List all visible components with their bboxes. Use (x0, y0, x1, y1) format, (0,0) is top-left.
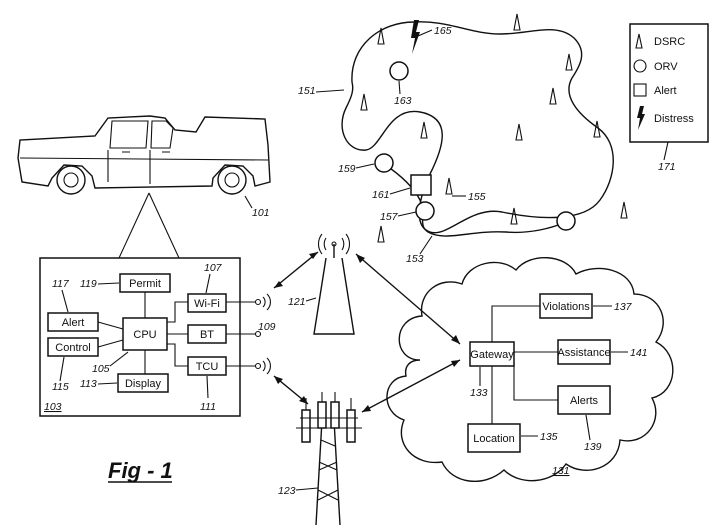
wifi-leader (205, 273, 211, 294)
legend-alert-label: Alert (654, 85, 677, 97)
distress-leader (417, 29, 433, 37)
legend-box (629, 23, 709, 143)
distress-bolt-icon (637, 106, 645, 130)
distress-ref: 165 (434, 25, 452, 37)
alert-label: Alert (62, 317, 85, 329)
cpu-label: CPU (133, 329, 156, 341)
violations-ref: 137 (614, 301, 633, 313)
assistance-label: Assistance (557, 347, 610, 359)
location-ref: 135 (540, 431, 558, 443)
orv-a-ref: 157 (380, 211, 399, 223)
vehicle-system-wiring (97, 292, 255, 374)
tcu-ref: 111 (200, 401, 216, 413)
orv-a-leader (397, 211, 417, 217)
figure-label: Fig - 1 (108, 458, 173, 483)
cell-tower (296, 392, 362, 526)
vehicle-callout (118, 192, 180, 259)
alerts-leader (585, 414, 591, 441)
legend-leader (663, 141, 669, 161)
location-box: Location (467, 423, 521, 453)
orv-b-leader (355, 163, 375, 169)
alert-box: Alert (47, 312, 99, 332)
tcu-label: TCU (196, 361, 219, 373)
cloud-ref: 131 (552, 465, 570, 477)
location-label: Location (473, 433, 515, 445)
permit-ref: 119 (80, 278, 97, 290)
tcu-box: TCU (187, 356, 227, 376)
orv-b-ref: 159 (338, 163, 356, 175)
alert-marker (410, 174, 432, 196)
permit-label: Permit (129, 278, 161, 290)
cpu-ref: 105 (92, 363, 110, 375)
region-ref: 151 (298, 85, 316, 97)
orv-markers (374, 61, 576, 231)
legend-orv-label: ORV (654, 61, 678, 73)
bt-label: BT (200, 329, 214, 341)
tcu-antenna-icon (254, 357, 271, 375)
cell-tower-leader (295, 487, 319, 491)
wifi-label: Wi-Fi (194, 298, 220, 310)
orv-circle-icon (633, 59, 647, 73)
display-ref: 113 (80, 378, 97, 390)
alert-square-icon (633, 83, 647, 97)
dsrc-ref: 155 (468, 191, 486, 203)
gateway-box: Gateway (469, 341, 515, 367)
vehicle-leader (244, 195, 253, 209)
orv-c-ref: 163 (394, 95, 412, 107)
bt-antenna-icon (254, 330, 262, 338)
alert-leader (61, 289, 69, 313)
region-leader (315, 89, 345, 93)
violations-box: Violations (539, 293, 593, 319)
alert-marker-leader (389, 187, 411, 195)
bt-box: BT (187, 324, 227, 344)
cloud-outline (386, 257, 674, 482)
alerts-ref: 139 (584, 441, 602, 453)
cell-tower-ref: 123 (278, 485, 296, 497)
access-point-leader (305, 297, 317, 302)
display-leader (97, 382, 118, 385)
bt-ref: 109 (258, 321, 276, 333)
gateway-label: Gateway (470, 349, 514, 361)
wifi-access-point (313, 233, 355, 335)
alert-marker-ref: 161 (372, 189, 390, 201)
tcu-leader (206, 375, 209, 399)
control-box: Control (47, 337, 99, 357)
control-label: Control (55, 342, 90, 354)
legend-ref: 171 (658, 161, 676, 173)
pickup-truck (17, 115, 271, 195)
cpu-box: CPU (122, 317, 168, 351)
alerts-box: Alerts (557, 385, 611, 415)
orv-c-leader (398, 80, 401, 95)
cpu-leader (109, 351, 129, 367)
violations-label: Violations (542, 301, 590, 313)
control-leader (59, 356, 65, 382)
legend-dsrc-label: DSRC (654, 36, 685, 48)
distress-bolt-icon (411, 20, 420, 54)
comm-links (273, 251, 461, 413)
wifi-box: Wi-Fi (187, 293, 227, 313)
gateway-ref: 133 (470, 387, 488, 399)
dsrc-markers (360, 13, 628, 243)
vehicle-system-ref: 103 (44, 401, 62, 413)
cloud-wiring (491, 305, 558, 424)
alerts-label: Alerts (570, 395, 599, 407)
alert-ref: 117 (52, 278, 70, 290)
vehicle-ref: 101 (252, 207, 270, 219)
control-ref: 115 (52, 381, 69, 393)
display-box: Display (117, 373, 169, 393)
trail-ref: 153 (406, 253, 424, 265)
access-point-ref: 121 (288, 296, 306, 308)
dsrc-triangle-icon (635, 33, 643, 49)
permit-leader (97, 282, 120, 285)
permit-box: Permit (119, 273, 171, 293)
assistance-box: Assistance (557, 339, 611, 365)
assistance-ref: 141 (630, 347, 648, 359)
display-label: Display (125, 378, 162, 390)
legend-distress-label: Distress (654, 113, 694, 125)
trail-leader (419, 235, 433, 255)
wifi-antenna-icon (254, 293, 271, 311)
wifi-ref: 107 (204, 262, 223, 274)
